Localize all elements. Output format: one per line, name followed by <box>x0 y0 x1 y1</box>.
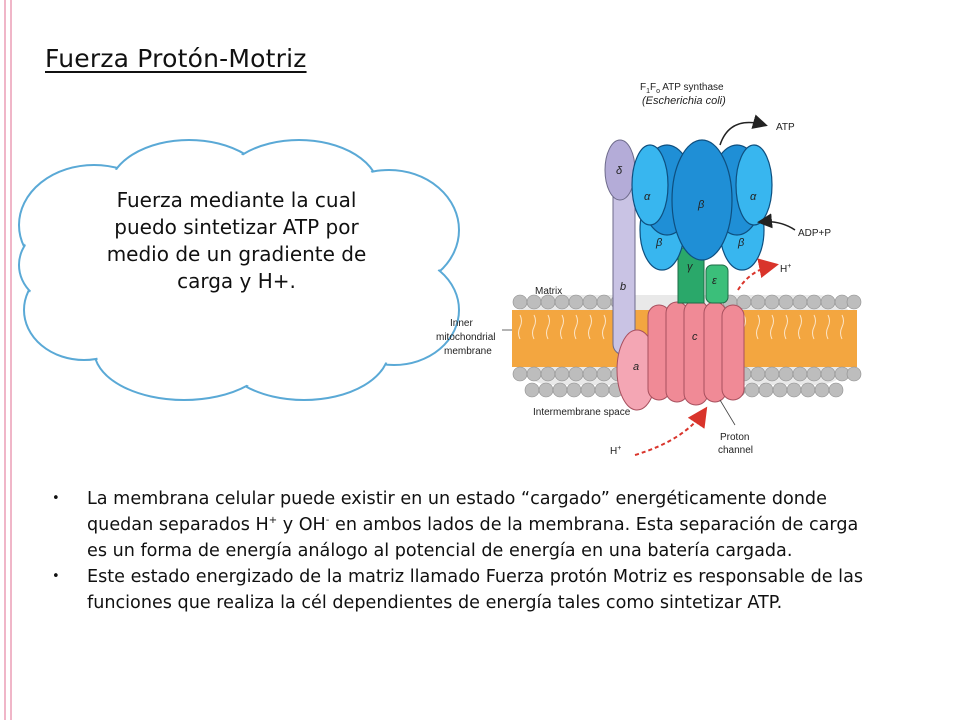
subunit-gamma-label: γ <box>687 261 694 273</box>
cloud-shape <box>18 139 460 401</box>
bullet-item-2: •Este estado energizado de la matriz lla… <box>50 564 880 616</box>
label-inner-2: mitochondrial <box>436 332 495 343</box>
subunit-epsilon <box>705 264 729 304</box>
subunit-beta-left-label: β <box>655 237 663 249</box>
f1-head <box>631 139 773 271</box>
bullet-dot-icon: • <box>52 569 60 584</box>
left-border-line-inner <box>10 0 12 720</box>
subunit-b-label: b <box>620 281 626 293</box>
label-inner-1: Inner <box>450 318 473 329</box>
atp-arrow <box>719 114 768 146</box>
subunit-beta-right-label: β <box>737 237 745 249</box>
c-ring <box>647 299 745 406</box>
slide-title: Fuerza Protón-Motriz <box>45 44 307 73</box>
thought-cloud: Fuerza mediante la cual puedo sintetizar… <box>14 135 474 405</box>
subunit-beta-center-label: β <box>697 199 705 211</box>
label-atp: ATP <box>776 122 795 133</box>
cloud-text: Fuerza mediante la cual puedo sintetizar… <box>106 188 367 293</box>
bullet-list: •La membrana celular puede existir en un… <box>50 486 880 616</box>
subunit-alpha-right-label: α <box>750 191 757 203</box>
diagram-title-line1: F1Fo ATP synthase <box>640 82 724 95</box>
subunit-c-label: c <box>692 331 698 343</box>
label-adp: ADP+P <box>798 228 831 239</box>
subunit-epsilon-label: ε <box>712 275 717 287</box>
subunit-delta-label: δ <box>616 165 623 177</box>
adp-arrow <box>757 213 796 231</box>
label-hplus-top: H+ <box>780 263 791 275</box>
label-proton-1: Proton <box>720 432 749 443</box>
label-intermembrane: Intermembrane space <box>533 407 631 418</box>
bullet-item-1: •La membrana celular puede existir en un… <box>50 486 880 564</box>
label-matrix: Matrix <box>535 286 562 297</box>
diagram-title-line2: (Escherichia coli) <box>642 95 726 107</box>
label-hplus-bottom: H+ <box>610 445 621 457</box>
label-proton-2: channel <box>718 445 753 456</box>
subunit-a-label: a <box>633 361 639 373</box>
label-inner-3: membrane <box>444 346 492 357</box>
proton-out-arrow <box>737 258 779 291</box>
subunit-alpha-left-label: α <box>644 191 651 203</box>
left-border-line <box>4 0 6 720</box>
bullet-dot-icon: • <box>52 491 60 506</box>
proton-in-arrow <box>634 406 708 456</box>
atp-synthase-diagram: F1Fo ATP synthase (Escherichia coli) ATP… <box>436 82 862 457</box>
